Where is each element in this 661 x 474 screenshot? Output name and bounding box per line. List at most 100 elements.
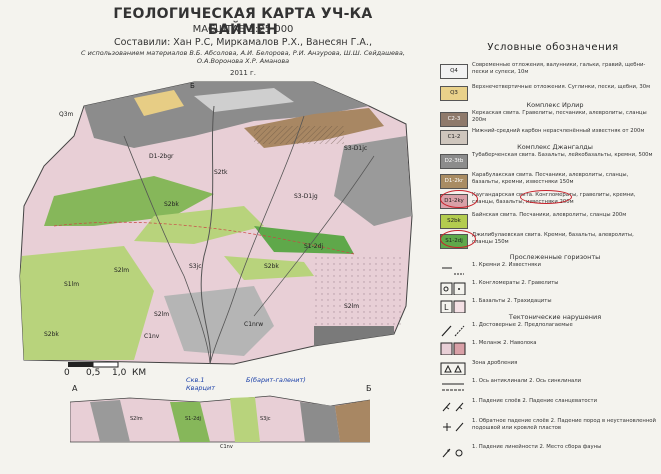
legend-symbol-lineation: 1. Падение линейности 2. Место сбора фау… xyxy=(440,444,656,470)
scale-tick-05: 0,5 xyxy=(86,368,101,378)
map-label: S2bk xyxy=(44,331,59,338)
unit-green-belt-2 xyxy=(254,226,354,254)
legend-text: Керкаская свита. Гравелиты, песчаники, а… xyxy=(472,110,647,123)
scale-unit: КМ xyxy=(132,368,147,378)
legend-symbol-basalts: L 1. Базальты 2. Трахидациты xyxy=(440,298,656,324)
scale-bar xyxy=(68,362,119,368)
map-corner-mark: Б xyxy=(190,82,195,90)
legend-swatch: C2-3 xyxy=(440,112,468,127)
legend-title: Условные обозначения xyxy=(487,42,619,53)
handwritten-annotation-2: Б(барит-галенит) xyxy=(246,376,306,384)
handwritten-annotation-1: Кварцит xyxy=(186,384,215,392)
fault-icon xyxy=(441,325,465,337)
river-4 xyxy=(253,155,375,317)
fold-axes-icon xyxy=(442,383,464,391)
unit-pale-north xyxy=(194,88,294,112)
geological-map[interactable]: Б Q3m D1-2bgr S2tk S3-D1jc S3-D1jg S2bk … xyxy=(14,76,416,366)
map-year: 2011 г. xyxy=(230,69,256,77)
legend-text: Байнская свита. Песчаники, алевролиты, с… xyxy=(472,212,627,218)
melange-icon xyxy=(440,342,466,355)
legend-text: 1. Падение слоёв 2. Падение сланцеватост… xyxy=(472,398,598,404)
legend-swatch: D2-3tb xyxy=(440,154,468,169)
legend-text: Тубаберченская свита. Базальты, лейкобаз… xyxy=(472,152,653,158)
map-label: S2bk xyxy=(164,201,179,208)
legend-item: C1-2 Нижний-средний карбон нерасчленённы… xyxy=(440,128,656,154)
map-label: S2lm xyxy=(344,303,359,310)
svg-text:L: L xyxy=(444,303,449,312)
legend-symbol-faults: 1. Достоверные 2. Предполагаемые xyxy=(440,322,656,348)
map-label: S3-D1jg xyxy=(294,193,318,200)
dip-icon xyxy=(442,402,464,412)
legend-item: Q3 Верхнечетвертичные отложения. Суглинк… xyxy=(440,84,656,110)
legend-swatch: Q3 xyxy=(440,86,468,101)
conglomerate-icon xyxy=(440,282,466,295)
legend-text: Верхнечетвертичные отложения. Суглинки, … xyxy=(472,84,651,90)
legend-text: Современные отложения, валунники, гальки… xyxy=(472,62,646,75)
legend-text: 1. Меланж 2. Наволока xyxy=(472,340,537,346)
unit-lower-gray xyxy=(314,326,394,346)
legend-swatch: D1-2kr xyxy=(440,174,468,189)
map-sources: С использованием материалов В.Б. Абсолов… xyxy=(81,49,405,65)
map-label: C1nrw xyxy=(244,321,263,328)
legend-symbol-overturned: 1. Обратное падение слоёв 2. Падение пор… xyxy=(440,418,656,444)
lineation-icon xyxy=(442,448,463,458)
legend-group-heading: Комплекс Джангалды xyxy=(517,143,593,151)
legend-text: 1. Конгломераты 2. Гравелиты xyxy=(472,280,559,286)
section-label: S1-2dj xyxy=(185,416,201,422)
map-label: D1-2bgr xyxy=(149,153,174,160)
map-label: S3jc xyxy=(189,263,202,270)
legend-symbol-crush-zone: Зона дробления xyxy=(440,360,656,386)
legend-swatch: S2bk xyxy=(440,214,468,229)
map-label: C1nv xyxy=(144,333,160,340)
red-annotation-circle xyxy=(440,230,476,248)
river-3 xyxy=(209,115,305,365)
legend-text: Карабулакская свита. Песчаники, алевроли… xyxy=(472,172,629,185)
map-label: Q3m xyxy=(59,111,74,118)
map-label: S2lm xyxy=(114,267,129,274)
legend-item: C2-3 Керкаская свита. Гравелиты, песчани… xyxy=(440,110,656,136)
legend-group-heading: Прослеженные горизонты xyxy=(509,253,601,261)
legend-item: D1-2kr Карабулакская свита. Песчаники, а… xyxy=(440,172,656,198)
red-annotation-circle xyxy=(440,190,478,208)
red-annotation-circle xyxy=(520,190,572,204)
unit-left-gray xyxy=(164,286,274,356)
map-label: S3-D1jc xyxy=(344,145,367,152)
unit-left-green xyxy=(20,246,154,360)
legend-group-heading: Тектонические нарушения xyxy=(508,313,602,321)
map-label: S1lm xyxy=(64,281,79,288)
legend-text: 1. Кремни 2. Известняки xyxy=(472,262,541,268)
unit-right-gray xyxy=(334,136,412,226)
unit-green-belt-1 xyxy=(44,176,214,226)
legend-symbol-axes: 1. Ось антиклинали 2. Ось синклинали xyxy=(440,378,656,404)
river-2 xyxy=(123,135,211,365)
legend-item: S2bk Байнская свита. Песчаники, алевроли… xyxy=(440,212,656,238)
legend-symbol-dip: 1. Падение слоёв 2. Падение сланцеватост… xyxy=(440,398,656,424)
scale-tick-1: 1,0 xyxy=(112,368,127,378)
legend-swatch: C1-2 xyxy=(440,130,468,145)
cross-section[interactable]: S2lm S1-2dj S3jc C1nv xyxy=(70,392,370,452)
horizons-icon xyxy=(442,267,464,275)
legend-text: Джилибулаевская свита. Кремни, базальты,… xyxy=(472,232,634,245)
map-title: ГЕОЛОГИЧЕСКАЯ КАРТА УЧ-КА БАЙМЕН xyxy=(113,6,373,38)
map-label: S2bk xyxy=(264,263,279,270)
unit-dotted xyxy=(314,256,404,326)
scale-tick-0: 0 xyxy=(64,368,70,378)
legend-text: 1. Ось антиклинали 2. Ось синклинали xyxy=(472,378,582,384)
section-left-mark: А xyxy=(72,384,78,393)
legend-item: D2-3tb Тубаберченская свита. Базальты, л… xyxy=(440,152,656,178)
legend-text: Нижний-средний карбон нерасчленённый изв… xyxy=(472,128,645,134)
legend-group-heading: Комплекс Ирлир xyxy=(526,101,584,109)
crush-zone-icon xyxy=(440,362,466,375)
map-label: S2lm xyxy=(154,311,169,318)
map-scale: МАСШТАБ 1:25 000 xyxy=(192,24,294,35)
fault-1 xyxy=(53,221,355,255)
overturned-dip-icon xyxy=(443,422,464,432)
legend-text: Зона дробления xyxy=(472,360,518,366)
legend-text: 1. Падение линейности 2. Место сбора фау… xyxy=(472,444,602,450)
basalt-icon: L xyxy=(440,300,466,313)
map-authors: Составили: Хан Р.С, Миркамалов Р.Х., Ван… xyxy=(114,37,372,48)
legend-symbol-conglomerates: 1. Конгломераты 2. Гравелиты xyxy=(440,280,656,306)
unit-lightgreen-1 xyxy=(134,206,264,244)
legend-text: 1. Достоверные 2. Предполагаемые xyxy=(472,322,573,328)
section-right-mark: Б xyxy=(366,384,372,393)
